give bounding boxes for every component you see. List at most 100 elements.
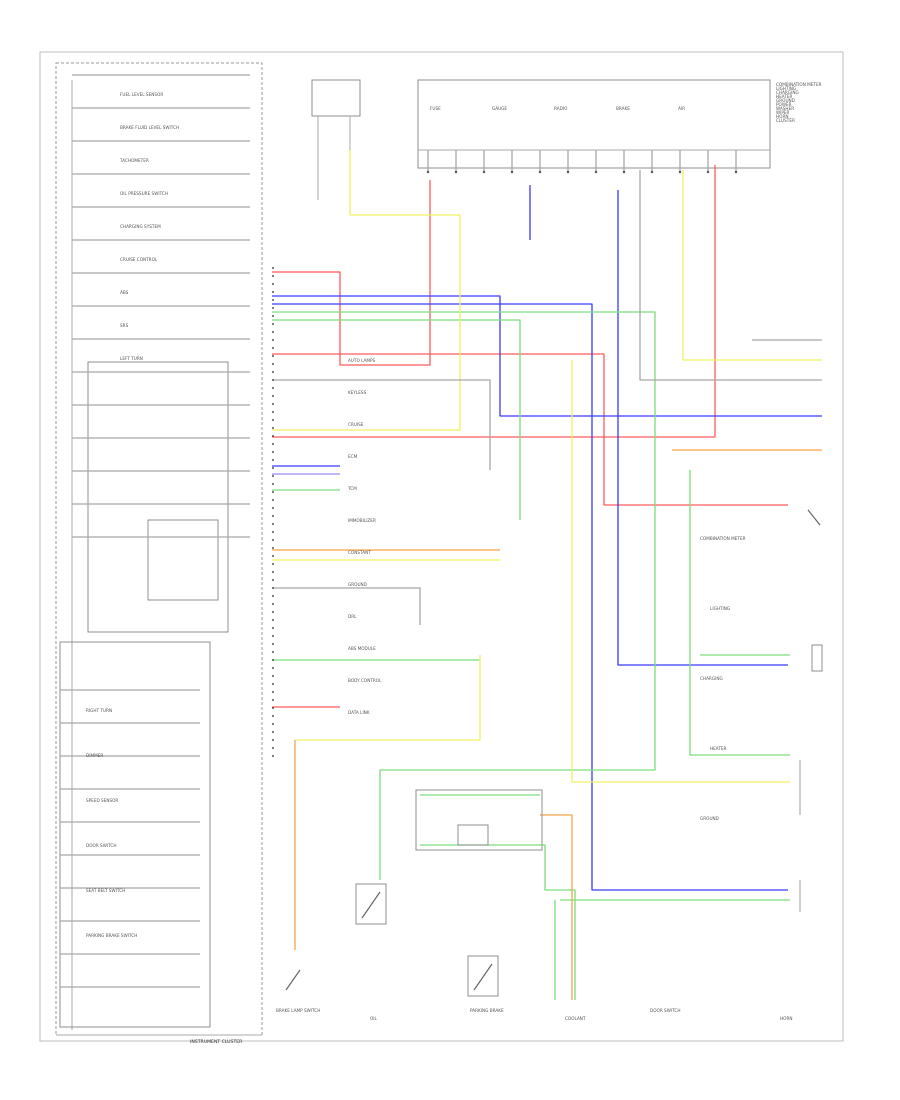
label-group: FUEL LEVEL SENSOR BRAKE FLUID LEVEL SWITC… <box>86 82 822 1021</box>
wire-blue-5 <box>617 190 788 666</box>
relay-box <box>311 79 361 117</box>
right-connector <box>811 644 823 672</box>
system-label: KEYLESS <box>348 390 367 395</box>
cluster-label: FUEL LEVEL SENSOR <box>120 92 163 97</box>
connector-pin <box>272 483 274 485</box>
fuse-pin <box>538 170 542 174</box>
wire-orange-4 <box>540 814 573 1000</box>
bottom-component-label: PARKING BRAKE <box>470 1008 504 1013</box>
connector-pin <box>272 755 274 757</box>
connector-pin <box>272 363 274 365</box>
wire-red-3 <box>272 165 716 438</box>
fuse-pin <box>650 170 654 174</box>
fuse-label: BRAKE <box>616 106 630 111</box>
fuse-block-outline <box>417 79 771 169</box>
system-label: AUTO LAMPS <box>348 358 376 363</box>
wire-green-2 <box>272 319 521 520</box>
wire-green-1 <box>272 311 656 880</box>
connector-pin <box>272 355 274 357</box>
connector-pin <box>272 451 274 453</box>
connector-pin <box>272 731 274 733</box>
cluster-lower-label: DIMMER <box>86 753 103 758</box>
connector-pin <box>272 507 274 509</box>
cluster-lower-label: RIGHT TURN <box>86 708 112 713</box>
connector-pin <box>272 531 274 533</box>
top-fuse-block <box>311 79 771 200</box>
cluster-lower-label: DOOR SWITCH <box>86 843 116 848</box>
diagram-frame <box>39 51 844 1042</box>
connector-pin <box>272 331 274 333</box>
fuse-label: GAUGE <box>492 106 507 111</box>
fuse-pin <box>566 170 570 174</box>
fuse-pin <box>426 170 430 174</box>
fuse-label: RADIO <box>554 106 568 111</box>
right-component-label: CHARGING <box>700 676 723 681</box>
wire-yellow-3 <box>295 655 481 741</box>
cluster-lower-label: PARKING BRAKE SWITCH <box>86 933 137 938</box>
connector-pin <box>272 611 274 613</box>
bottom-relay-box <box>415 789 543 851</box>
connector-pin <box>272 403 274 405</box>
connector-pin <box>272 675 274 677</box>
connector-pin <box>272 747 274 749</box>
connector-pin <box>272 419 274 421</box>
footer-label: INSTRUMENT CLUSTER <box>190 1039 243 1045</box>
wire-blue-1 <box>272 295 822 417</box>
fuse-label: FUSE <box>430 106 441 111</box>
cluster-label: TACHOMETER <box>119 158 149 163</box>
right-block-label: CHARGING <box>776 90 799 95</box>
component-group <box>56 509 823 1036</box>
connector-pin <box>272 475 274 477</box>
connector-pin <box>272 523 274 525</box>
connector-pin <box>272 563 274 565</box>
switch-box-b <box>467 955 499 997</box>
fuse-pin <box>510 170 514 174</box>
fuse-pin <box>454 170 458 174</box>
connector-pin <box>272 739 274 741</box>
fuse-pin <box>734 170 738 174</box>
system-label: DATA LINK <box>348 710 370 715</box>
system-label: GROUND <box>348 582 367 587</box>
connector-pin <box>272 587 274 589</box>
connector-pin <box>272 547 274 549</box>
connector-pin <box>272 691 274 693</box>
system-label: ECM <box>348 454 358 459</box>
connector-pin <box>272 283 274 285</box>
cluster-label: LEFT TURN <box>120 356 143 361</box>
connector-pin <box>272 699 274 701</box>
cluster-lower-label: SEAT BELT SWITCH <box>86 888 125 893</box>
wire-green-9 <box>420 844 576 1000</box>
connector-pin <box>272 603 274 605</box>
wire-yellow-5 <box>682 170 822 361</box>
wire-group <box>60 74 822 1000</box>
cluster-subbox-lower <box>59 641 211 1028</box>
connector-pin <box>272 427 274 429</box>
cluster-label: BRAKE FLUID LEVEL SWITCH <box>120 125 179 130</box>
connector-pin <box>272 627 274 629</box>
switch-d-contact <box>807 509 821 526</box>
system-label: CONSTANT <box>348 550 371 555</box>
system-label: CRUISE <box>348 422 364 427</box>
cluster-label: CHARGING SYSTEM <box>120 224 161 229</box>
right-component-label: GROUND <box>700 816 719 821</box>
connector-pin <box>272 459 274 461</box>
system-label: BODY CONTROL <box>348 678 382 683</box>
connector-pin <box>272 571 274 573</box>
connector-pin <box>272 667 274 669</box>
connector-pin <box>272 411 274 413</box>
cluster-subbox-upper <box>87 361 229 633</box>
right-block-label: CLUSTER <box>776 118 795 123</box>
switch-a-contact <box>361 891 381 919</box>
connector-pin <box>272 435 274 437</box>
right-block-label: WASHER <box>776 106 794 111</box>
connector-pin <box>272 387 274 389</box>
connector-pin <box>272 595 274 597</box>
bottom-component-label: HORN <box>780 1016 793 1021</box>
cluster-label: SRS <box>120 323 129 328</box>
cluster-subbox-small <box>147 519 219 601</box>
wire-gray-2 <box>272 587 421 625</box>
switch-b-contact <box>473 963 493 991</box>
wire-yellow-4 <box>571 360 790 783</box>
bottom-relay-core <box>457 824 489 846</box>
